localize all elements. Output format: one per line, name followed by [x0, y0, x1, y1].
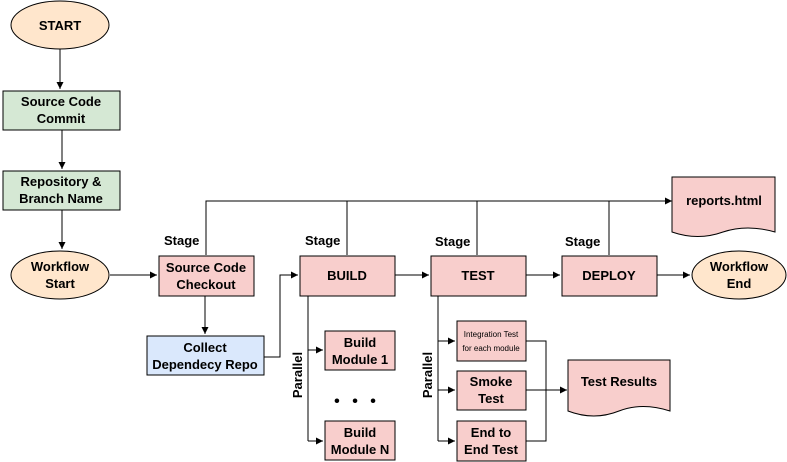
deploy-box — [561, 255, 658, 297]
source-commit-label-1: Source Code — [21, 94, 101, 109]
collect-repo-box — [146, 335, 265, 376]
test-results-document-shape — [567, 359, 671, 417]
workflow-start-ellipse — [10, 250, 110, 300]
collect-repo-label-1: Collect — [183, 340, 227, 355]
parallel-label-build: Parallel — [290, 352, 305, 398]
workflow-end-ellipse — [691, 250, 787, 300]
test-results-document-node: Test Results — [567, 359, 671, 417]
checkout-label-2: Checkout — [176, 277, 236, 292]
workflow-start-label-2: Start — [45, 276, 75, 291]
build-module-1-box — [324, 330, 396, 371]
repository-label-2: Branch Name — [19, 191, 103, 206]
stage-label-deploy: Stage — [565, 234, 600, 249]
end-to-end-test-label-1: End to — [471, 425, 511, 440]
checkout-node: Source Code Checkout — [158, 255, 255, 297]
checkout-box — [158, 255, 255, 297]
checkout-label-1: Source Code — [166, 260, 246, 275]
stage-label-test: Stage — [435, 234, 470, 249]
source-commit-label-2: Commit — [37, 111, 86, 126]
end-to-end-test-node: End to End Test — [456, 420, 527, 462]
start-label: START — [39, 18, 81, 33]
reports-document-node: reports.html — [671, 176, 776, 237]
start-node: START — [10, 0, 110, 50]
connectors — [56, 49, 690, 445]
build-node: BUILD — [299, 255, 396, 297]
test-node: TEST — [430, 255, 527, 297]
source-commit-box — [2, 90, 121, 131]
deploy-node: DEPLOY — [561, 255, 658, 297]
parallel-label-test: Parallel — [420, 352, 435, 398]
build-module-1-node: Build Module 1 — [324, 330, 396, 371]
repository-box — [2, 170, 121, 211]
repository-node: Repository & Branch Name — [2, 170, 121, 211]
deploy-label: DEPLOY — [582, 268, 636, 283]
start-ellipse — [10, 0, 110, 50]
stage-labels: Stage Stage Stage Stage — [164, 233, 600, 249]
build-module-n-label-2: Module N — [331, 442, 390, 457]
arrow-to-reports — [205, 197, 672, 255]
smoke-test-label-1: Smoke — [470, 374, 513, 389]
build-module-n-label-1: Build — [344, 425, 377, 440]
build-label: BUILD — [327, 268, 367, 283]
workflow-start-node: Workflow Start — [10, 250, 110, 300]
smoke-test-box — [456, 370, 527, 411]
reports-document-shape — [671, 176, 776, 237]
collect-repo-node: Collect Dependecy Repo — [146, 335, 265, 376]
workflow-end-node: Workflow End — [691, 250, 787, 300]
test-box — [430, 255, 527, 297]
integration-test-label-1: Integration Test — [464, 330, 519, 339]
test-results-label: Test Results — [581, 374, 657, 389]
workflow-end-label-1: Workflow — [710, 259, 769, 274]
repository-label-1: Repository & — [21, 174, 102, 189]
ellipsis-label: • • • — [334, 393, 380, 410]
integration-test-label-2: for each module — [462, 344, 520, 353]
smoke-test-label-2: Test — [478, 391, 504, 406]
source-commit-node: Source Code Commit — [2, 90, 121, 131]
build-module-1-label-2: Module 1 — [332, 352, 388, 367]
workflow-end-label-2: End — [727, 276, 752, 291]
arrow-collect-build — [264, 271, 298, 358]
collect-repo-label-2: Dependecy Repo — [152, 357, 258, 372]
build-module-n-node: Build Module N — [324, 420, 396, 461]
reports-label: reports.html — [686, 193, 762, 208]
integration-test-box — [456, 320, 527, 362]
smoke-test-node: Smoke Test — [456, 370, 527, 411]
integration-test-node: Integration Test for each module — [456, 320, 527, 362]
end-to-end-test-box — [456, 420, 527, 462]
test-label: TEST — [461, 268, 494, 283]
workflow-start-label-1: Workflow — [31, 259, 90, 274]
stage-label-checkout: Stage — [164, 233, 199, 248]
line-tests-join — [526, 340, 547, 442]
build-box — [299, 255, 396, 297]
stage-label-build: Stage — [305, 233, 340, 248]
build-module-n-box — [324, 420, 396, 461]
build-module-1-label-1: Build — [344, 335, 377, 350]
end-to-end-test-label-2: End Test — [464, 442, 519, 457]
